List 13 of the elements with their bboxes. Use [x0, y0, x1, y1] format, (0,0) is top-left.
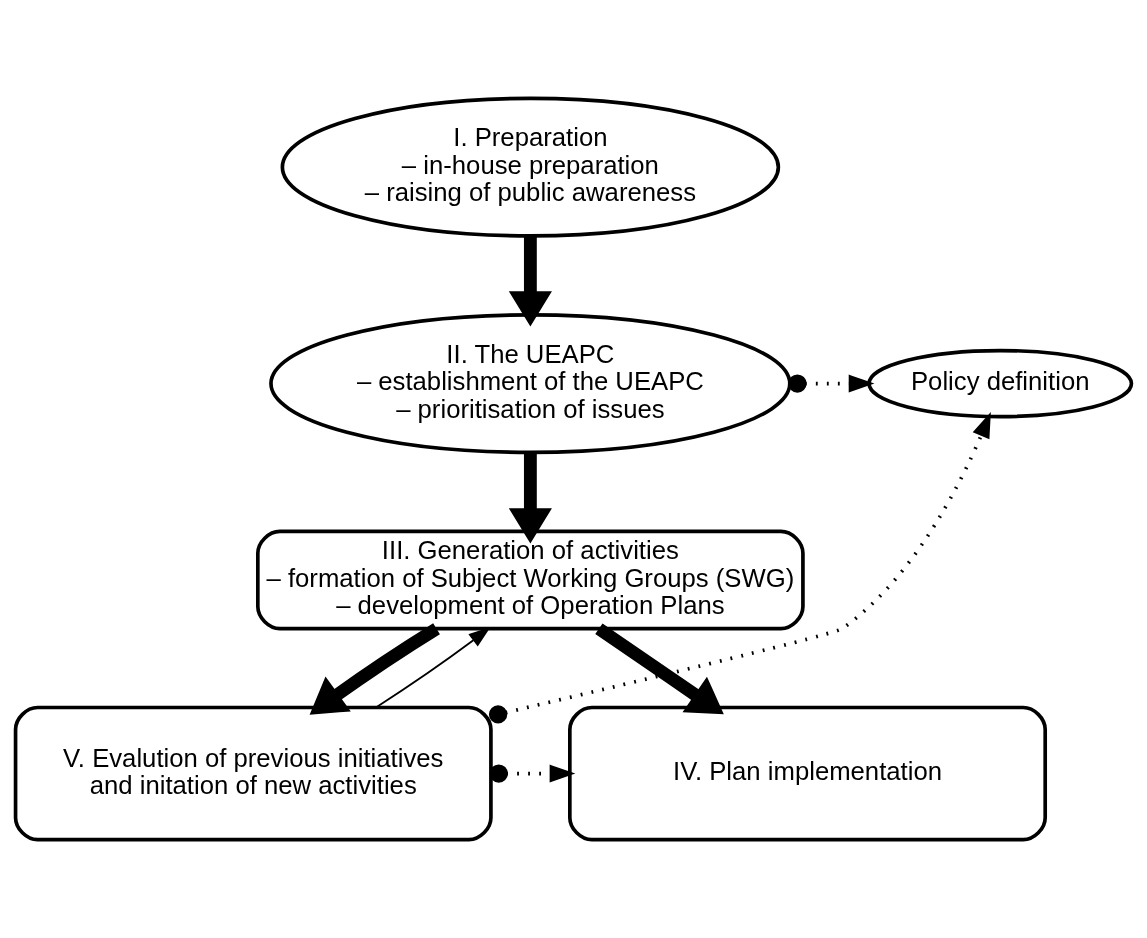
arrow [489, 764, 576, 783]
arrow [788, 374, 875, 393]
node-box: IV. Plan implementation [568, 705, 1048, 842]
arrow [375, 627, 491, 709]
node-ellipse: Policy definition [867, 348, 1134, 419]
arrow [595, 623, 724, 715]
arrow [508, 236, 552, 327]
arrow [508, 452, 552, 544]
node-ellipse: II. The UEAPC – establishment of the UEAPC – prioritisation of issues [269, 313, 792, 455]
node-box: V. Evalution of previous initiatives and initation of new activities [13, 705, 493, 842]
arrow [488, 411, 991, 724]
node-ellipse: I. Preparation – in-house preparation – raising of public awareness [280, 96, 781, 238]
node-box: III. Generation of activities – formation of Subject Working Groups (SWG) – development of Operation Plans [256, 529, 805, 631]
